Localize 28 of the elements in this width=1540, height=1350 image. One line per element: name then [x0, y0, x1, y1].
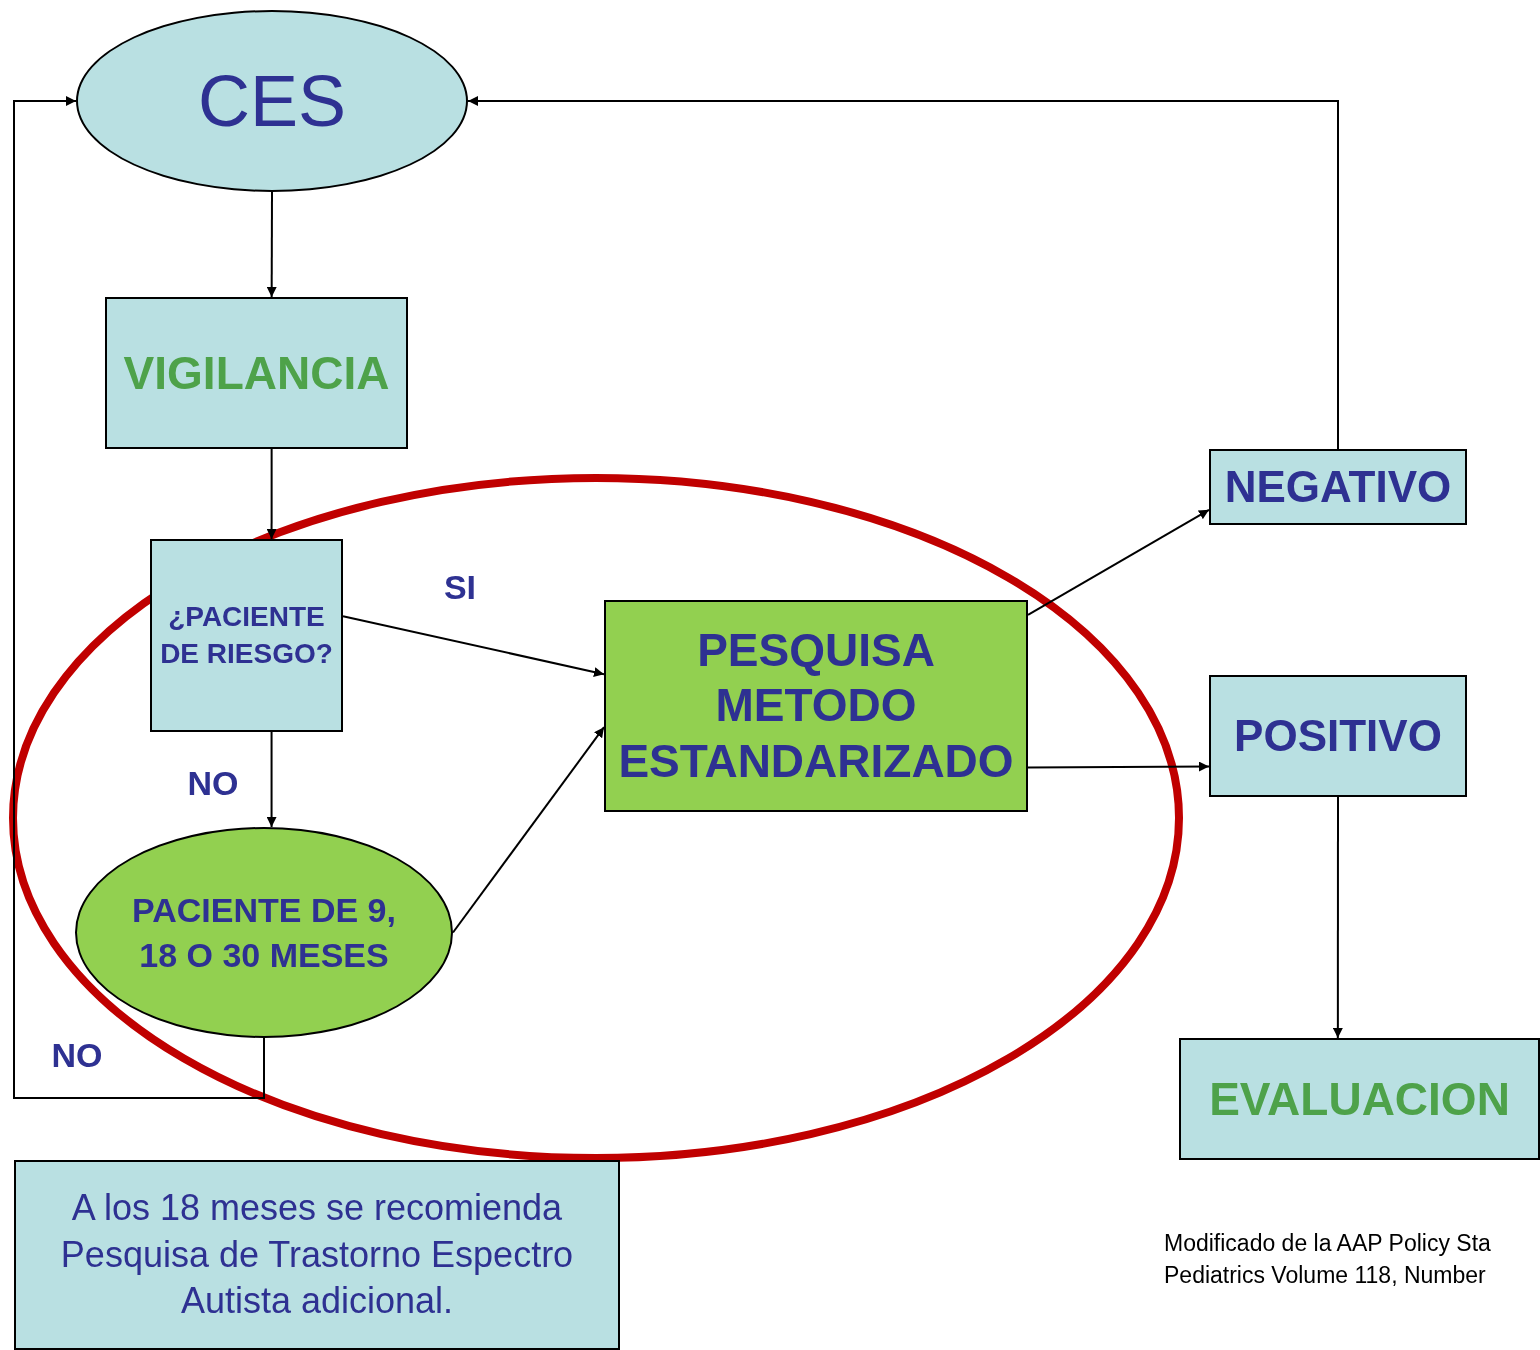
arrow [1027, 508, 1210, 616]
node-label: ¿PACIENTE DE RIESGO? [159, 600, 334, 671]
node-label: PESQUISA METODO ESTANDARIZADO [617, 623, 1015, 789]
node-label: VIGILANCIA [123, 345, 390, 401]
node-label: CES [197, 60, 346, 143]
process-box [1209, 449, 1467, 525]
arrow [266, 191, 277, 298]
arrow [1027, 761, 1210, 772]
arrow [266, 448, 277, 540]
arrow [467, 96, 1339, 450]
process-box [14, 1160, 620, 1350]
node-label: POSITIVO [1234, 710, 1442, 762]
arrow [1332, 796, 1343, 1039]
citation-text: Modificado de la AAP Policy Sta [1164, 1229, 1491, 1258]
arrow [342, 615, 605, 677]
node-label: PACIENTE DE 9, 18 O 30 MESES [131, 890, 397, 976]
process-box [1179, 1038, 1540, 1160]
citation-text: Pediatrics Volume 118, Number [1164, 1261, 1486, 1290]
process-box [105, 297, 408, 449]
node-label: A los 18 meses se recomienda Pesquisa de Trastorno Espectro Autista adicional. [59, 1185, 575, 1324]
arrow [13, 96, 265, 1099]
process-box [150, 539, 343, 732]
process-box [604, 600, 1028, 812]
process-box [1209, 675, 1467, 797]
node-label: EVALUACION [1209, 1071, 1510, 1127]
arrow [452, 726, 605, 934]
node-label: NEGATIVO [1224, 461, 1452, 513]
arrow [266, 731, 277, 828]
